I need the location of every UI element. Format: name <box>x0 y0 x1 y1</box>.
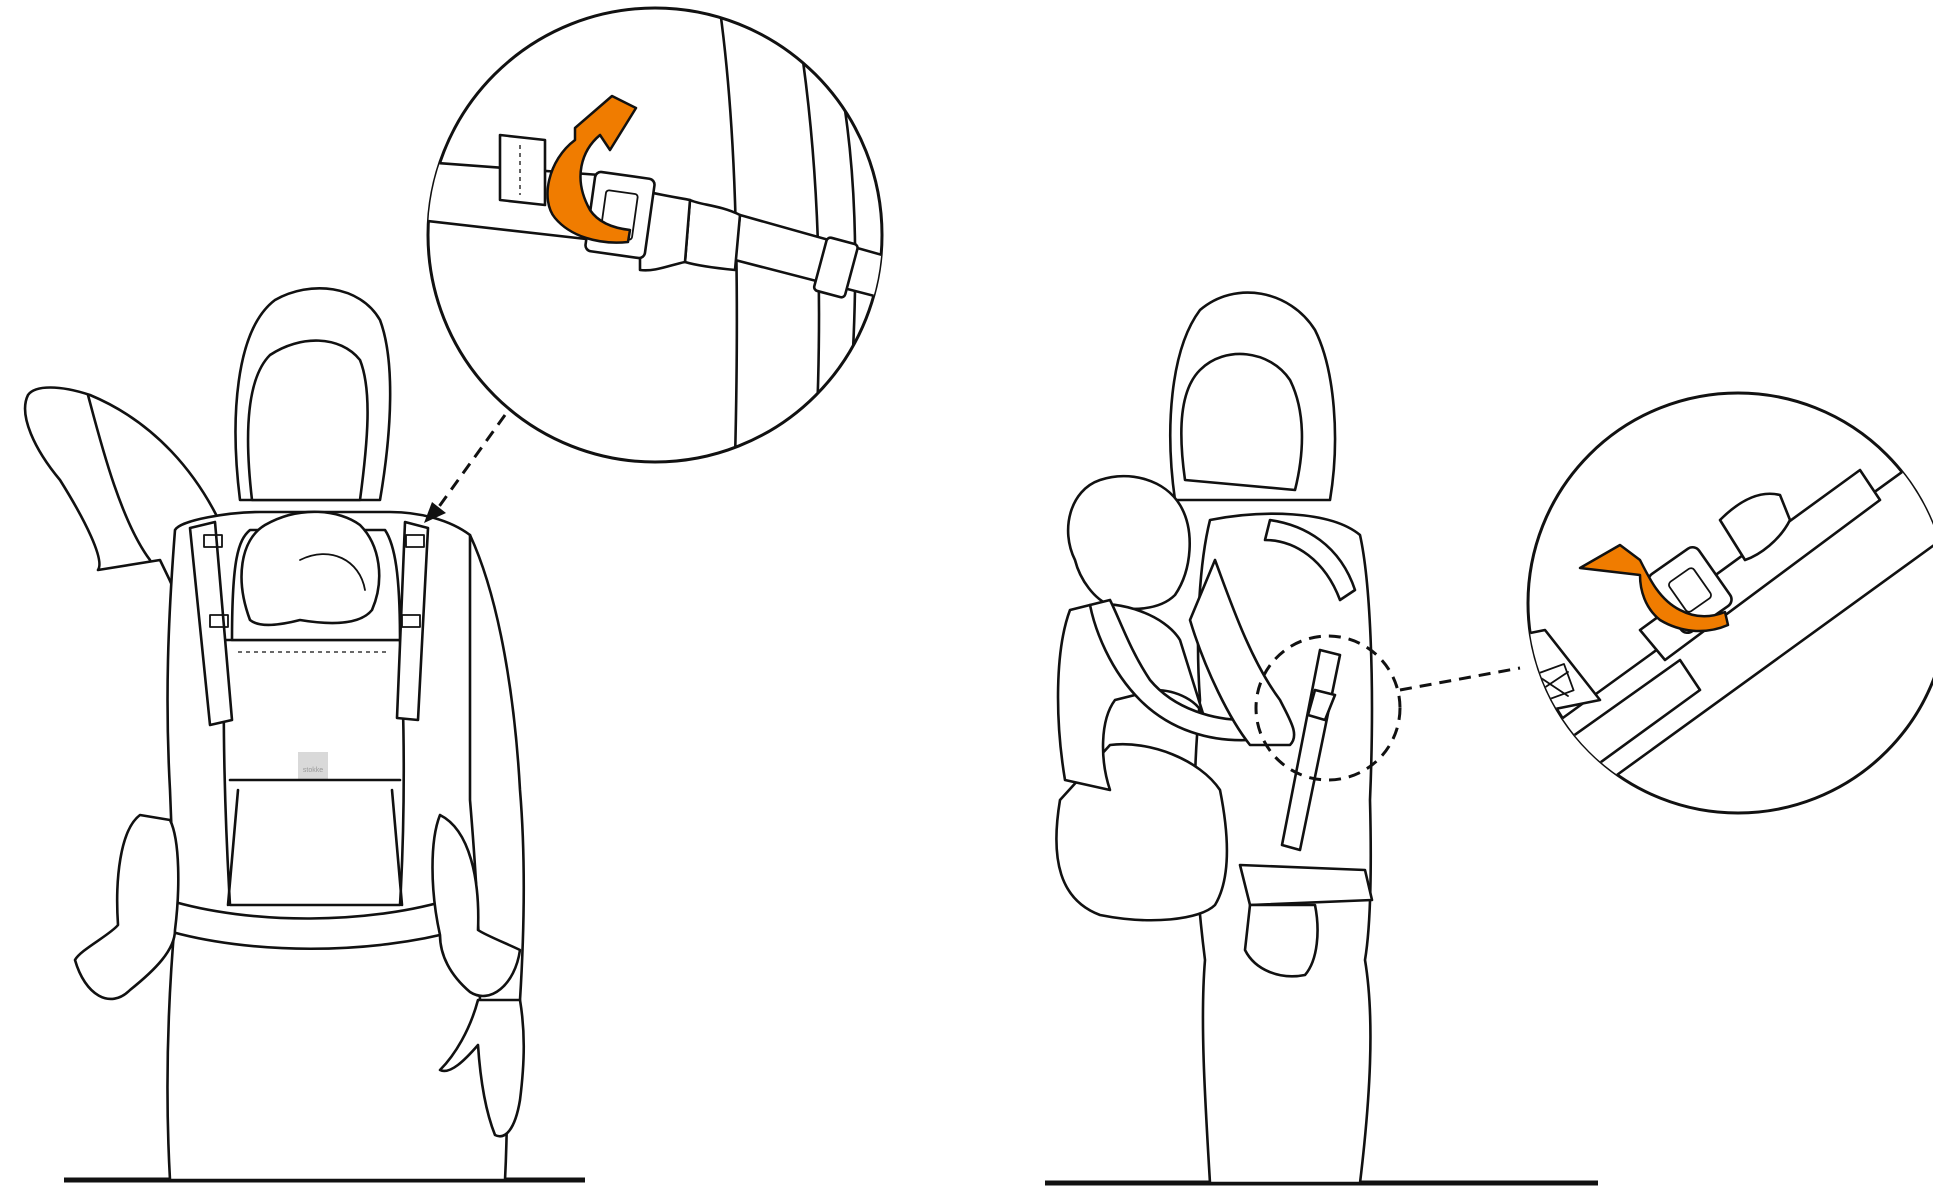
side-view-figure <box>1045 293 1598 1183</box>
zoom-circle-chest-buckle <box>330 8 900 462</box>
pointer-line-left <box>438 415 505 508</box>
child-leg-left <box>75 815 178 999</box>
head <box>248 341 368 500</box>
child-head-side <box>1068 476 1190 609</box>
pointer-line-right <box>1400 668 1520 690</box>
child-head-front <box>242 512 380 625</box>
brand-logo-patch <box>298 752 328 780</box>
brand-logo: stokke <box>303 767 323 774</box>
waist-belt-side <box>1240 865 1372 905</box>
zoom-circle-side-buckle <box>1455 393 1933 850</box>
